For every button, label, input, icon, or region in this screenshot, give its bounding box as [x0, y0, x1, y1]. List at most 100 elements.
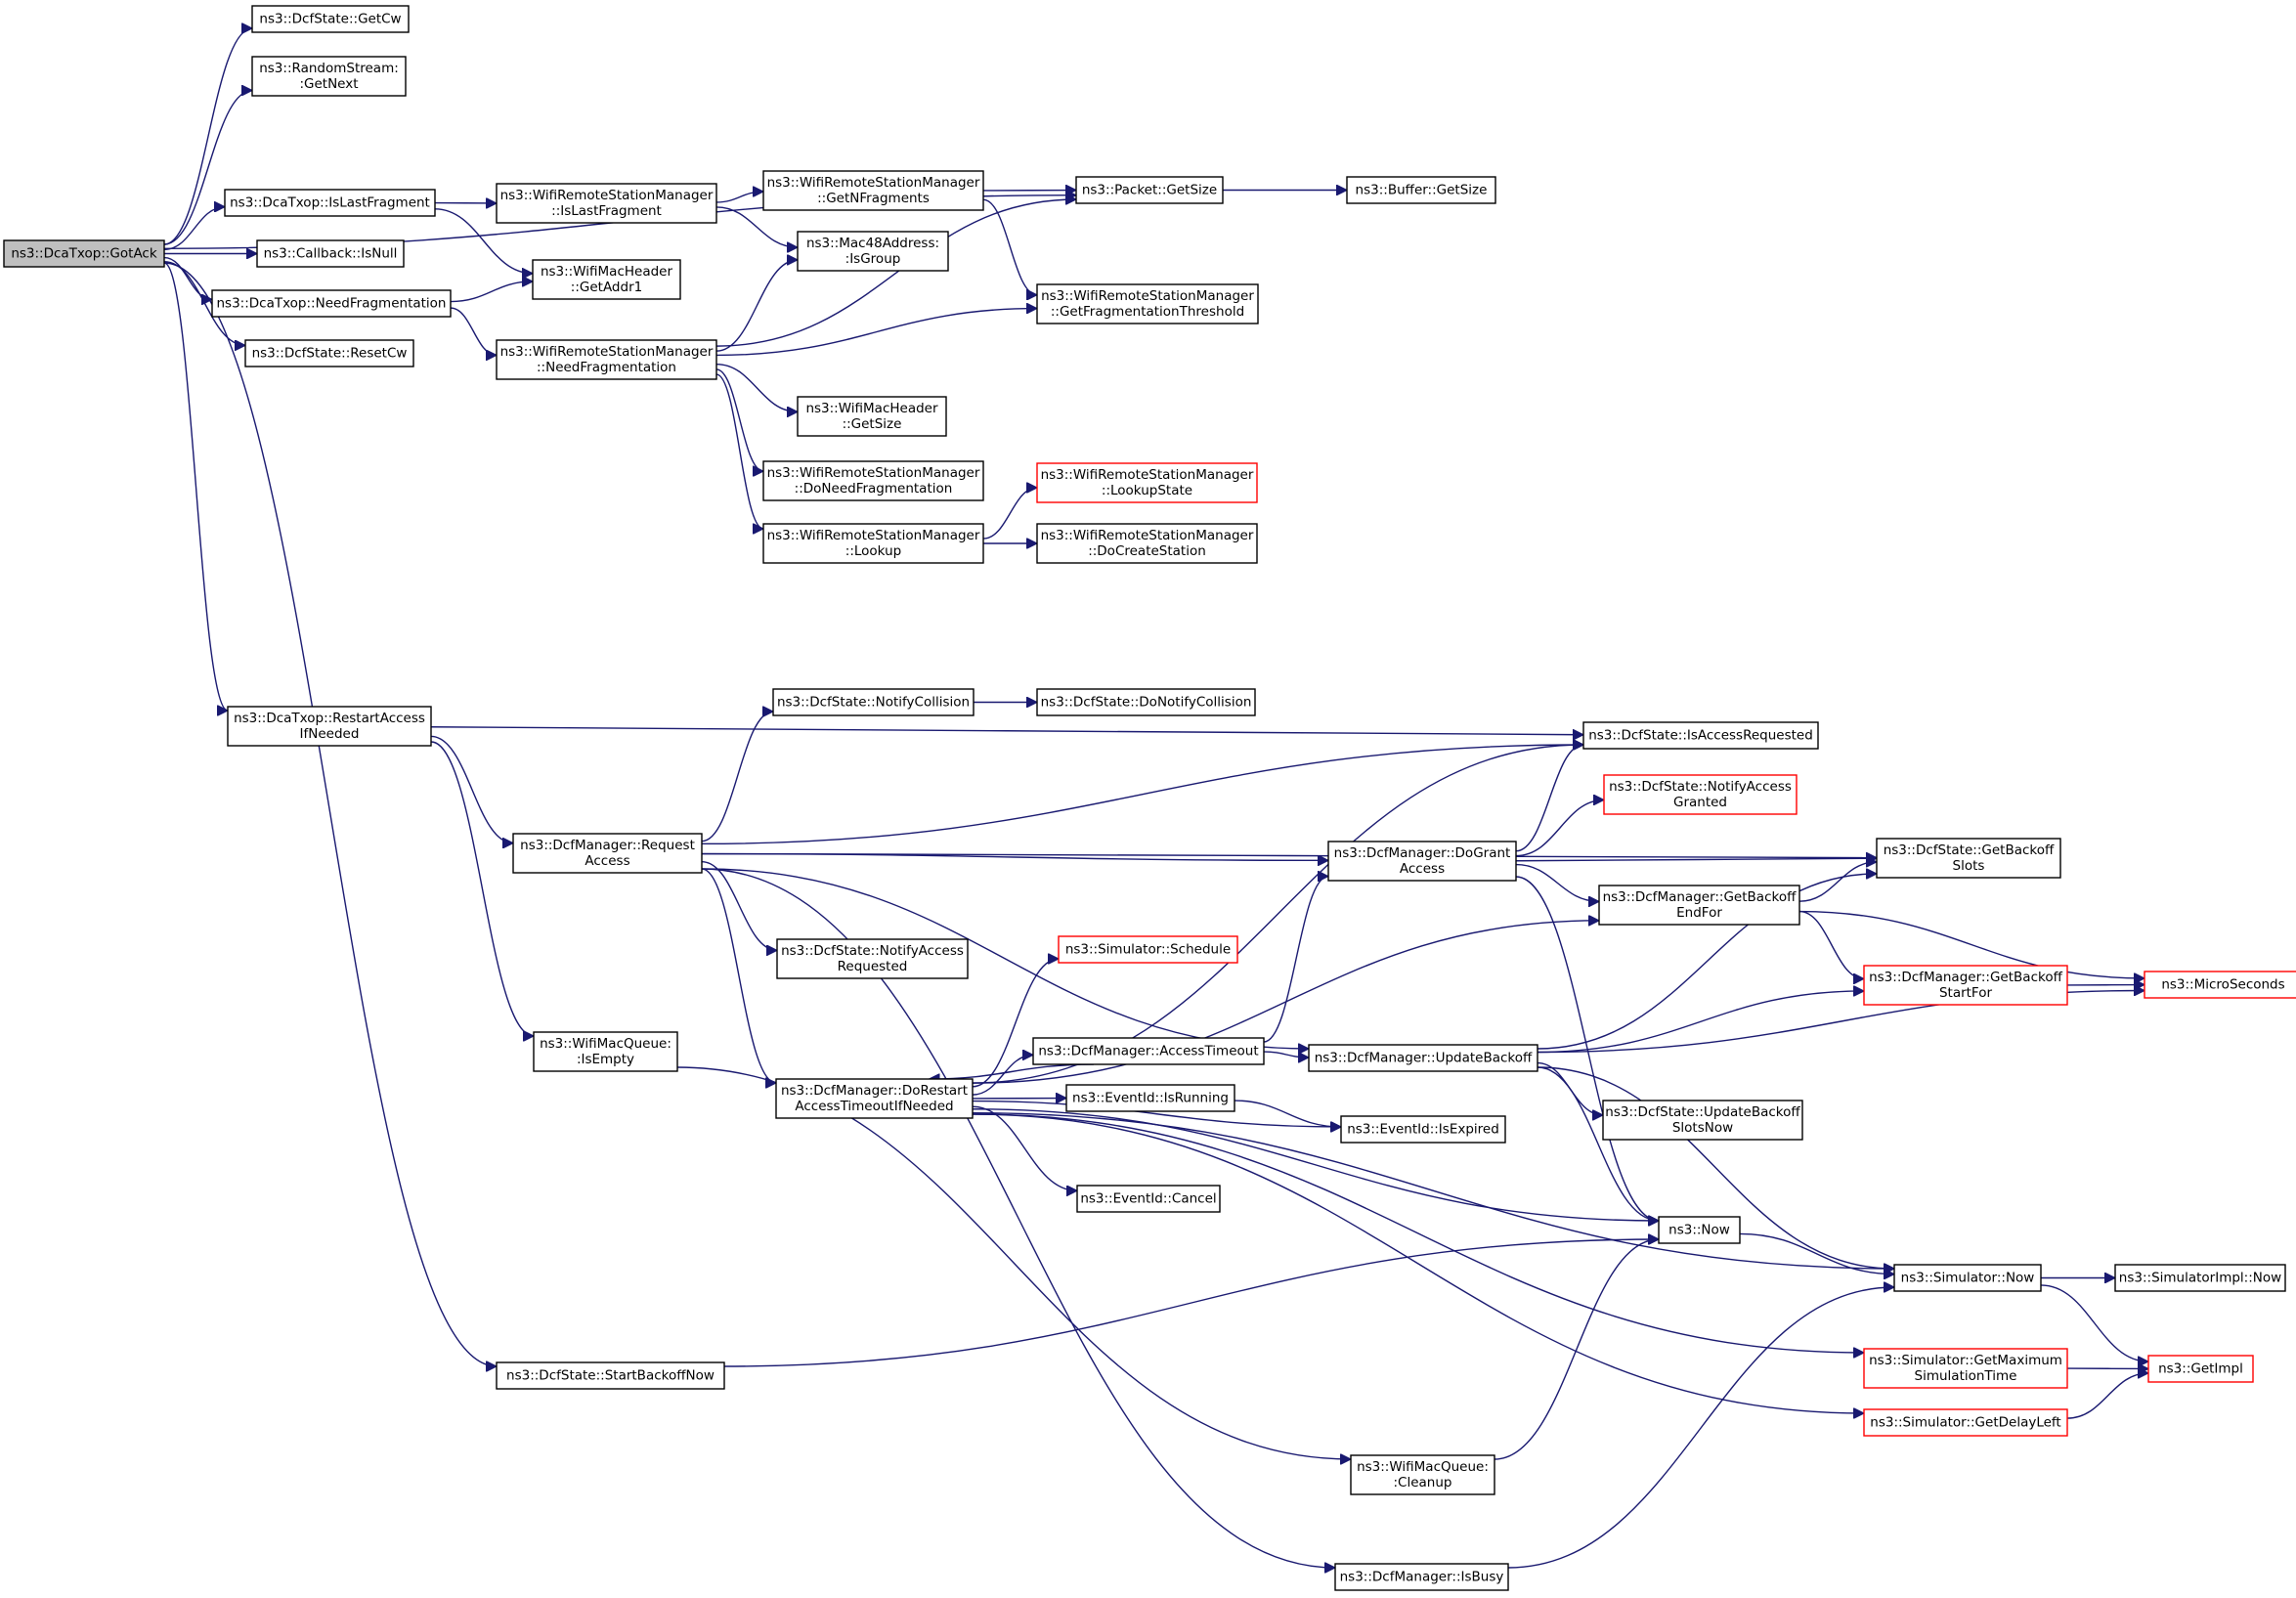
node-isgroup[interactable]: ns3::Mac48Address::IsGroup	[797, 231, 949, 272]
node-simnow[interactable]: ns3::Simulator::Now	[1893, 1264, 2042, 1292]
node-wrsm_needfrag[interactable]: ns3::WifiRemoteStationManager::NeedFragm…	[496, 339, 717, 380]
edge-dogrant-to-now	[1515, 876, 1659, 1221]
node-hdr_getsize[interactable]: ns3::WifiMacHeader::GetSize	[797, 396, 947, 437]
node-doneedfrag[interactable]: ns3::WifiRemoteStationManager::DoNeedFra…	[762, 460, 984, 501]
node-label: ns3::DcfManager::AccessTimeout	[1038, 1044, 1258, 1059]
node-wrsm_islast[interactable]: ns3::WifiRemoteStationManager::IsLastFra…	[496, 183, 717, 224]
edge-requestaccess-to-dorestart	[701, 868, 777, 1083]
node-resetcw[interactable]: ns3::DcfState::ResetCw	[244, 339, 414, 367]
node-accesstimeout[interactable]: ns3::DcfManager::AccessTimeout	[1032, 1037, 1265, 1065]
edge-getbackoffendfor-to-getbackoffstartfor	[1798, 910, 1865, 979]
edge-updatebackoff-to-getbackoffslots	[1537, 874, 1877, 1050]
node-label: ns3::WifiMacHeader	[805, 401, 938, 416]
node-updatebackoff[interactable]: ns3::DcfManager::UpdateBackoff	[1308, 1044, 1538, 1072]
edge-path	[1798, 862, 1877, 902]
node-isexpired[interactable]: ns3::EventId::IsExpired	[1340, 1115, 1506, 1144]
node-lookupstate[interactable]: ns3::WifiRemoteStationManager::LookupSta…	[1036, 462, 1258, 503]
node-isrunning[interactable]: ns3::EventId::IsRunning	[1065, 1084, 1235, 1112]
node-label: ns3::DcaTxop::RestartAccess	[234, 711, 425, 726]
node-buf_getsize[interactable]: ns3::Buffer::GetSize	[1346, 176, 1496, 204]
node-box	[1863, 1348, 2068, 1389]
node-dorestart[interactable]: ns3::DcfManager::DoRestartAccessTimeoutI…	[775, 1078, 974, 1119]
edge-gotack-to-needfrag	[163, 256, 213, 300]
edge-updatebackoff-to-simnow	[1537, 1066, 1894, 1269]
edge-dogrant-to-getbackoffendfor	[1515, 863, 1599, 902]
node-randnext[interactable]: ns3::RandomStream::GetNext	[251, 56, 407, 97]
node-isnull[interactable]: ns3::Callback::IsNull	[256, 239, 405, 268]
node-box	[762, 523, 984, 564]
edge-path	[982, 488, 1038, 540]
node-label: Requested	[838, 959, 908, 974]
node-label: ns3::Now	[1668, 1223, 1730, 1238]
node-layer: ns3::DcaTxop::GotAck ns3::DcfState::GetCw…	[3, 5, 2296, 1591]
node-needfrag[interactable]: ns3::DcaTxop::NeedFragmentation	[211, 289, 452, 318]
node-label: ns3::Callback::IsNull	[264, 246, 398, 262]
edge-requestaccess-to-dogrant	[701, 852, 1328, 861]
node-startbackoff[interactable]: ns3::DcfState::StartBackoffNow	[496, 1361, 725, 1390]
edge-path	[972, 1100, 1341, 1127]
edge-path	[701, 853, 1877, 857]
node-box	[533, 1031, 678, 1072]
node-box	[1036, 688, 1256, 716]
node-isbusy[interactable]: ns3::DcfManager::IsBusy	[1334, 1563, 1509, 1591]
edge-path	[715, 206, 798, 247]
edge-path	[972, 1108, 1659, 1221]
node-cancel[interactable]: ns3::EventId::Cancel	[1076, 1185, 1221, 1213]
edge-path	[1515, 799, 1604, 857]
edge-needfrag-to-wrsm_needfrag	[450, 307, 498, 355]
node-label: ns3::DcfManager::DoRestart	[781, 1083, 968, 1099]
node-label: Granted	[1673, 795, 1727, 810]
node-implnow[interactable]: ns3::SimulatorImpl::Now	[2114, 1264, 2286, 1292]
node-box	[496, 339, 717, 380]
node-microseconds[interactable]: ns3::MicroSeconds	[2144, 971, 2296, 999]
node-getdelayleft[interactable]: ns3::Simulator::GetDelayLeft	[1863, 1408, 2068, 1437]
node-getfragthresh[interactable]: ns3::WifiRemoteStationManager::GetFragme…	[1036, 283, 1259, 324]
node-label: ns3::DcfState::ResetCw	[252, 346, 408, 362]
node-box	[1876, 838, 2061, 879]
node-docreate[interactable]: ns3::WifiRemoteStationManager::DoCreateS…	[1036, 523, 1258, 564]
node-now[interactable]: ns3::Now	[1658, 1216, 1741, 1244]
node-pkt_getsize[interactable]: ns3::Packet::GetSize	[1075, 176, 1224, 204]
node-getimpl[interactable]: ns3::GetImpl	[2147, 1355, 2254, 1383]
edge-wrsm_needfrag-to-lookup	[715, 373, 764, 529]
node-notifycollision[interactable]: ns3::DcfState::NotifyCollision	[772, 688, 975, 716]
node-getcw[interactable]: ns3::DcfState::GetCw	[251, 5, 410, 33]
edge-path	[972, 1111, 1894, 1269]
edge-accesstimeout-to-dogrant	[1263, 877, 1329, 1043]
edge-path	[1234, 1100, 1341, 1127]
edge-requestaccess-to-notifycollision	[701, 712, 774, 842]
node-isempty[interactable]: ns3::WifiMacQueue::IsEmpty	[533, 1031, 678, 1072]
edge-path	[1537, 874, 1877, 1050]
node-isaccessreq[interactable]: ns3::DcfState::IsAccessRequested	[1582, 721, 1819, 750]
node-label: Slots	[1953, 858, 1985, 874]
node-label: ns3::RandomStream:	[259, 61, 399, 76]
edge-path	[715, 192, 763, 203]
edge-path	[701, 712, 774, 842]
edge-path	[1494, 1239, 1659, 1460]
node-label: ns3::WifiRemoteStationManager	[1041, 528, 1254, 543]
edge-dorestart-to-accesstimeout	[972, 1055, 1034, 1096]
node-donotifycollision[interactable]: ns3::DcfState::DoNotifyCollision	[1036, 688, 1256, 716]
node-box	[1346, 176, 1496, 204]
node-islastfrag[interactable]: ns3::DcaTxop::IsLastFragment	[224, 189, 436, 217]
node-schedule[interactable]: ns3::Simulator::Schedule	[1058, 935, 1238, 964]
node-cleanup[interactable]: ns3::WifiMacQueue::Cleanup	[1350, 1454, 1495, 1495]
edge-wrsm_islast-to-getnfrag	[715, 192, 763, 203]
edge-path	[1515, 858, 1877, 861]
node-label: ns3::DcfState::GetCw	[259, 12, 401, 27]
node-getnfrag[interactable]: ns3::WifiRemoteStationManager::GetNFragm…	[762, 170, 984, 211]
node-getaddr1[interactable]: ns3::WifiMacHeader::GetAddr1	[532, 259, 681, 300]
node-gotack[interactable]: ns3::DcaTxop::GotAck	[3, 239, 165, 268]
edge-path	[972, 959, 1060, 1088]
node-lookup[interactable]: ns3::WifiRemoteStationManager::Lookup	[762, 523, 984, 564]
